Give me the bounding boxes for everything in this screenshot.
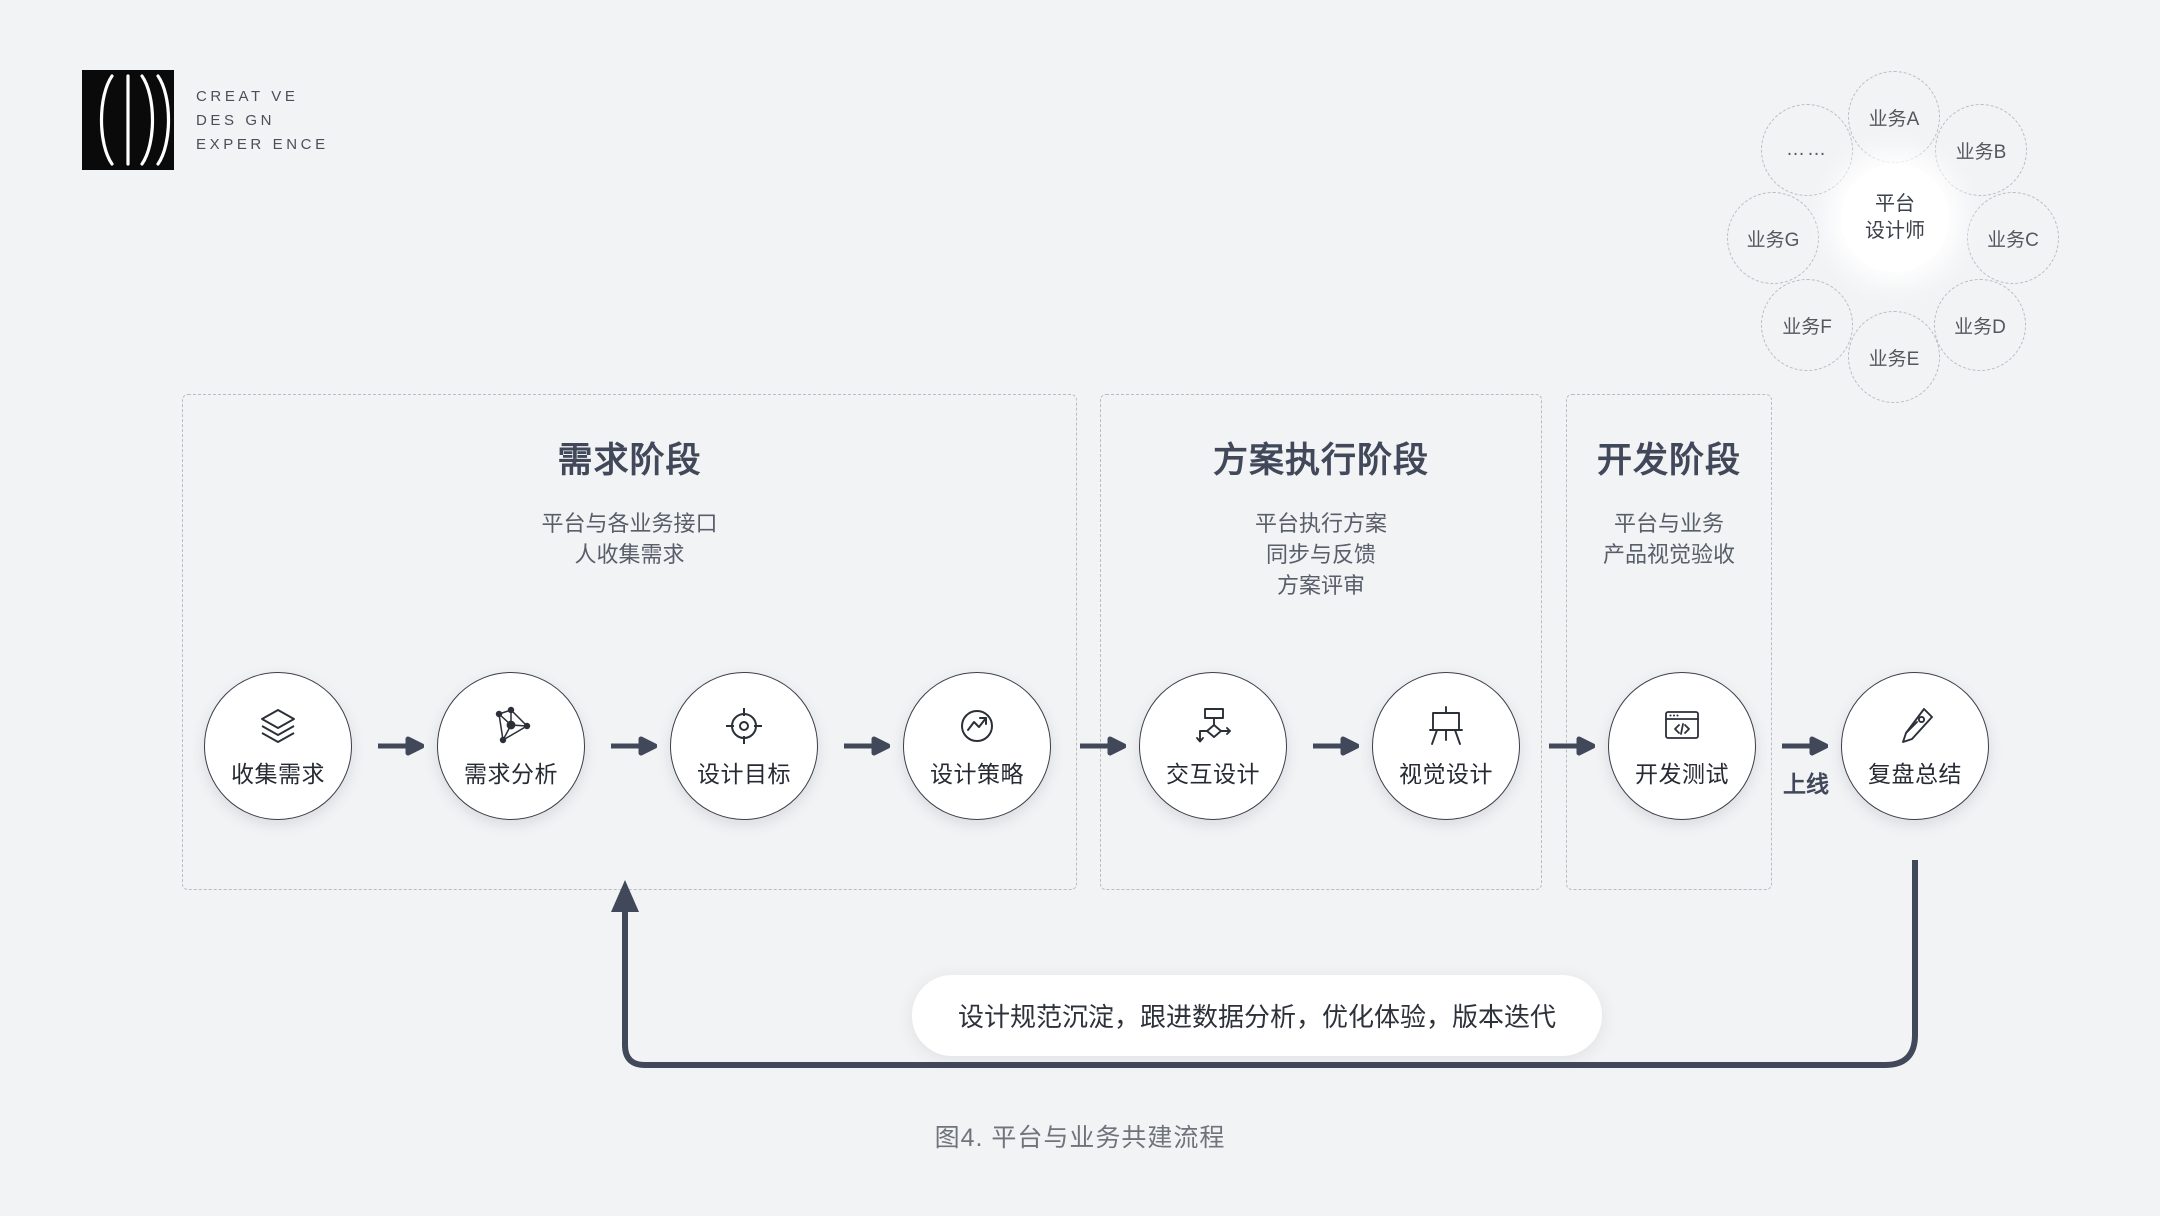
step-review-summary[interactable]: 复盘总结 bbox=[1841, 672, 1989, 820]
layers-icon bbox=[256, 703, 300, 749]
logo-line-2: DES GN bbox=[196, 111, 276, 129]
feedback-loop-label: 设计规范沉淀，跟进数据分析，优化体验，版本迭代 bbox=[912, 975, 1603, 1056]
business-node-f: 业务F bbox=[1761, 279, 1853, 371]
phase-title-requirements: 需求阶段 bbox=[557, 441, 702, 480]
step-collect-requirements[interactable]: 收集需求 bbox=[204, 672, 352, 820]
logo-line-1: CREAT VE bbox=[196, 87, 299, 105]
phase-box-requirements bbox=[182, 394, 1077, 890]
flow-arrow-6 bbox=[1549, 736, 1595, 756]
platform-designer-line-2: 设计师 bbox=[1865, 220, 1925, 242]
phase-subtitle-execution: 平台执行方案 同步与反馈 方案评审 bbox=[1100, 508, 1542, 602]
phase-title-execution: 方案执行阶段 bbox=[1212, 441, 1429, 480]
flow-arrow-3 bbox=[844, 736, 890, 756]
step-interaction-design[interactable]: 交互设计 bbox=[1139, 672, 1287, 820]
phase-sub-line: 平台执行方案 bbox=[1254, 511, 1387, 536]
flowchart-icon bbox=[1191, 703, 1235, 749]
network-graph-icon bbox=[489, 703, 533, 749]
step-visual-design[interactable]: 视觉设计 bbox=[1372, 672, 1520, 820]
business-node-e: 业务E bbox=[1848, 311, 1940, 403]
business-node-d: 业务D bbox=[1934, 279, 2026, 371]
business-node-a: 业务A bbox=[1848, 71, 1940, 163]
phase-header-development: 开发阶段 平台与业务 产品视觉验收 bbox=[1566, 440, 1772, 570]
step-label: 视觉设计 bbox=[1399, 761, 1493, 787]
phase-subtitle-development: 平台与业务 产品视觉验收 bbox=[1566, 508, 1772, 570]
phase-header-execution: 方案执行阶段 平台执行方案 同步与反馈 方案评审 bbox=[1100, 440, 1542, 602]
phase-title-development: 开发阶段 bbox=[1596, 441, 1741, 480]
flow-arrow-uplink bbox=[1782, 736, 1828, 756]
step-label: 需求分析 bbox=[464, 761, 558, 787]
brand-logo: CREAT VE DES GN EXPER ENCE bbox=[82, 70, 329, 170]
phase-subtitle-requirements: 平台与各业务接口 人收集需求 bbox=[182, 508, 1077, 570]
business-node-dots: …… bbox=[1761, 104, 1853, 196]
uplink-label: 上线 bbox=[1783, 771, 1829, 797]
phase-sub-line: 平台与业务 bbox=[1613, 511, 1724, 536]
step-design-strategy[interactable]: 设计策略 bbox=[903, 672, 1051, 820]
phase-sub-line: 方案评审 bbox=[1276, 573, 1365, 599]
step-label: 收集需求 bbox=[231, 761, 325, 787]
feedback-loop-path bbox=[611, 860, 1918, 1068]
business-cluster: …… 业务A 业务B 业务C 业务D 业务E 业务F 业务G 平台 设计师 bbox=[1727, 60, 2059, 403]
phase-sub-line: 人收集需求 bbox=[574, 542, 685, 568]
figure-caption: 图4. 平台与业务共建流程 bbox=[934, 1124, 1226, 1152]
platform-designer-node: 平台 设计师 bbox=[1841, 164, 1949, 272]
step-design-goal[interactable]: 设计目标 bbox=[670, 672, 818, 820]
ixdc-logo-mark-icon bbox=[82, 70, 174, 170]
brand-logo-text: CREAT VE DES GN EXPER ENCE bbox=[196, 89, 329, 152]
trend-chart-icon bbox=[955, 703, 999, 749]
flow-arrow-4 bbox=[1080, 736, 1126, 756]
flow-arrow-1 bbox=[378, 736, 424, 756]
phase-box-development bbox=[1566, 394, 1772, 890]
step-label: 设计策略 bbox=[930, 761, 1024, 787]
step-requirement-analysis[interactable]: 需求分析 bbox=[437, 672, 585, 820]
business-node-c: 业务C bbox=[1967, 192, 2059, 284]
business-node-b: 业务B bbox=[1935, 104, 2027, 196]
logo-line-3: EXPER ENCE bbox=[196, 135, 329, 153]
target-crosshair-icon bbox=[722, 703, 766, 749]
step-label: 交互设计 bbox=[1166, 761, 1260, 787]
flow-arrow-2 bbox=[611, 736, 657, 756]
step-label: 复盘总结 bbox=[1868, 761, 1962, 787]
platform-designer-line-1: 平台 bbox=[1875, 193, 1915, 215]
step-label: 开发测试 bbox=[1635, 761, 1729, 787]
step-development-test[interactable]: 开发测试 bbox=[1608, 672, 1756, 820]
phase-sub-line: 同步与反馈 bbox=[1265, 542, 1376, 568]
phase-header-requirements: 需求阶段 平台与各业务接口 人收集需求 bbox=[182, 440, 1077, 570]
phase-sub-line: 平台与各业务接口 bbox=[541, 511, 718, 536]
pen-nib-icon bbox=[1893, 703, 1937, 749]
code-window-icon bbox=[1660, 703, 1704, 749]
easel-icon bbox=[1424, 703, 1468, 749]
business-node-g: 业务G bbox=[1727, 192, 1819, 284]
step-label: 设计目标 bbox=[697, 761, 791, 787]
flow-arrow-5 bbox=[1313, 736, 1359, 756]
phase-sub-line: 产品视觉验收 bbox=[1602, 542, 1735, 568]
phase-box-execution bbox=[1100, 394, 1542, 890]
